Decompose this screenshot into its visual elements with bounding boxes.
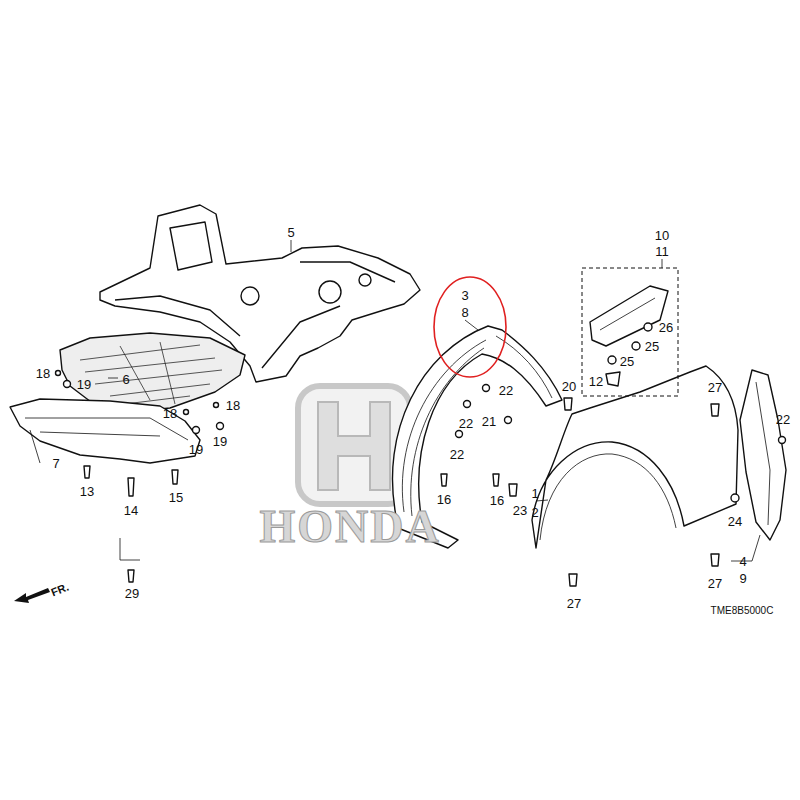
watermark: HONDA	[259, 504, 440, 550]
callout-number: 7	[52, 457, 59, 470]
fender-bracket	[590, 286, 668, 346]
callout-number: 25	[645, 340, 659, 353]
callout-number: 1	[531, 487, 538, 500]
callout-number: 9	[739, 572, 746, 585]
callout-number: 8	[461, 306, 468, 319]
callout-number: 19	[213, 435, 227, 448]
callout-number: 16	[490, 494, 504, 507]
callout-number: 23	[513, 504, 527, 517]
callout-number: 22	[459, 417, 473, 430]
callout-number: 11	[655, 245, 669, 258]
callout-number: 13	[80, 485, 94, 498]
direction-label: FR.	[50, 582, 71, 599]
diagram-code: TME8B5000C	[711, 606, 774, 616]
callout-number: 6	[122, 373, 129, 386]
fender-seal	[740, 370, 786, 540]
callout-number: 21	[482, 415, 496, 428]
callout-number: 5	[287, 226, 294, 239]
front-splash-strip	[10, 399, 200, 463]
callout-number: 12	[589, 375, 603, 388]
callout-number: 26	[659, 321, 673, 334]
callout-number: 24	[728, 515, 742, 528]
callout-number: 19	[189, 443, 203, 456]
callout-number: 4	[739, 555, 746, 568]
callout-number: 10	[655, 229, 669, 242]
callout-number: 19	[77, 378, 91, 391]
callout-number: 29	[125, 587, 139, 600]
front-arrow	[14, 588, 50, 603]
callout-number: 25	[620, 355, 634, 368]
callout-number: 27	[708, 577, 722, 590]
callout-number: 20	[562, 380, 576, 393]
callout-number: 18	[226, 399, 240, 412]
fasteners	[56, 323, 786, 586]
callout-number: 3	[461, 289, 468, 302]
highlight-ring	[434, 277, 506, 377]
callout-number: 22	[776, 413, 790, 426]
callout-number: 18	[36, 367, 50, 380]
callout-number: 15	[169, 491, 183, 504]
callout-number: 27	[708, 381, 722, 394]
callout-number: 2	[531, 506, 538, 519]
front-fender	[532, 366, 738, 548]
callout-number: 27	[567, 597, 581, 610]
leader-lines	[30, 240, 760, 561]
callout-number: 14	[124, 504, 138, 517]
callout-number: 18	[163, 407, 177, 420]
callout-number: 22	[450, 448, 464, 461]
callout-number: 22	[499, 384, 513, 397]
